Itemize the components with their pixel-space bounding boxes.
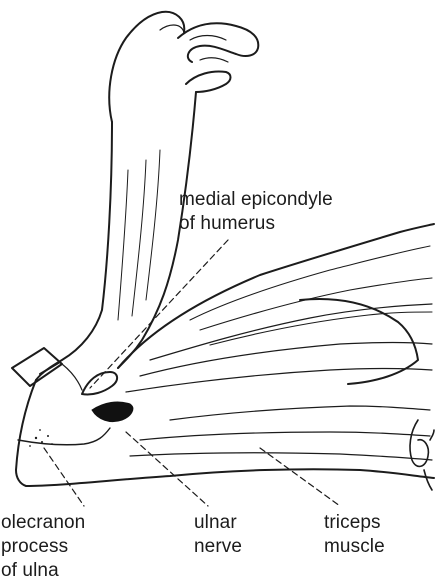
leader-ulnar-nerve (126, 432, 208, 506)
epicondyle-outline (82, 372, 117, 395)
upper-arm-top-outline (118, 224, 434, 368)
retractor-tool (12, 348, 62, 386)
label-olecranon-process: olecranon process of ulna (1, 511, 85, 583)
leader-triceps (260, 448, 340, 506)
retractor-tip (62, 364, 82, 390)
artist-signature (410, 420, 434, 490)
biceps-fibers (190, 246, 432, 345)
leader-olecranon (44, 448, 84, 506)
label-triceps-muscle: triceps muscle (324, 511, 385, 559)
olecranon-contour (18, 428, 110, 445)
leader-medial-epicondyle (90, 240, 228, 388)
label-ulnar-nerve: ulnar nerve (194, 511, 242, 559)
ulnar-nerve-shape (92, 402, 133, 422)
triceps-fibers (126, 304, 432, 460)
finger-lines (160, 25, 228, 62)
forearm-outline (36, 122, 112, 380)
forearm-muscle-lines (118, 150, 160, 320)
label-medial-epicondyle: medial epicondyle of humerus (179, 188, 333, 236)
hand-outline (109, 12, 258, 122)
